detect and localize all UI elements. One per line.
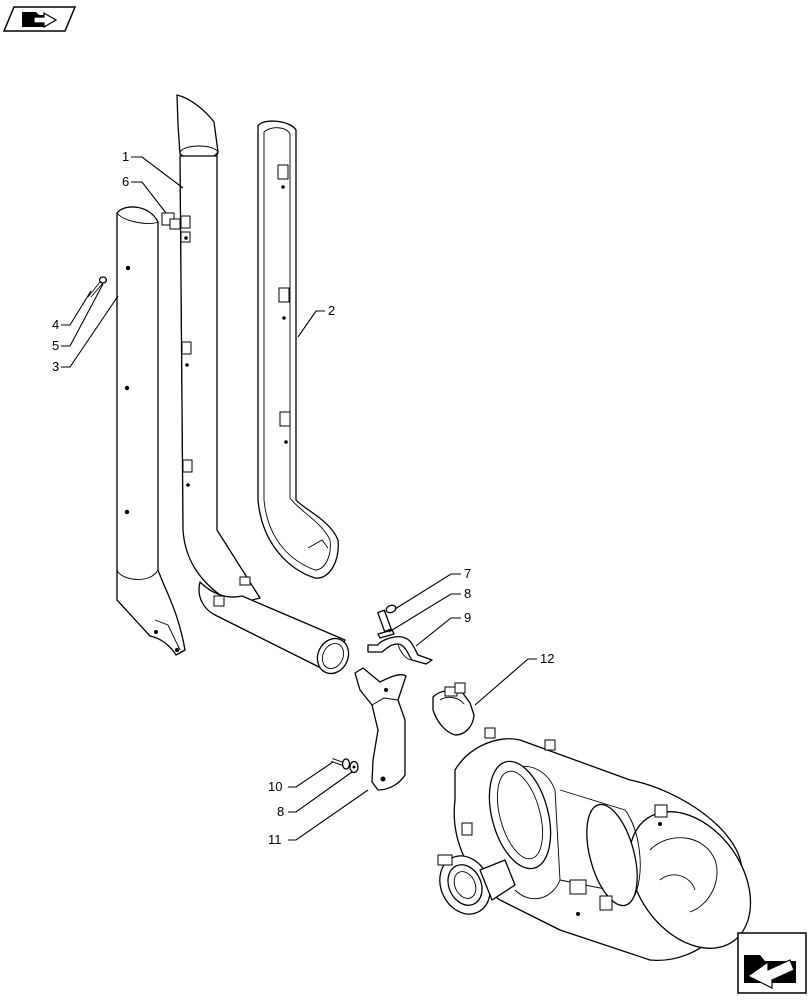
part-1-exhaust-pipe	[176, 94, 350, 675]
svg-text:10: 10	[268, 779, 282, 794]
callout-8-upper: 8	[388, 586, 471, 633]
callout-2: 2	[297, 303, 335, 338]
part-8-washer-upper	[377, 629, 395, 639]
part-3-pipe-shield	[116, 206, 186, 656]
svg-text:3: 3	[52, 359, 59, 374]
aftertreatment-unit	[437, 727, 752, 961]
part-4-screw	[87, 281, 104, 298]
part-12-band-clamp	[432, 682, 475, 736]
callout-12: 12	[474, 651, 554, 706]
folder-arrow-icon[interactable]	[2, 6, 77, 32]
svg-text:1: 1	[122, 149, 129, 164]
svg-text:2: 2	[328, 303, 335, 318]
callout-4: 4	[52, 290, 92, 332]
callout-11: 11	[268, 789, 369, 847]
svg-text:5: 5	[52, 338, 59, 353]
part-5-washer	[98, 276, 108, 284]
part-8-washer-lower	[349, 760, 359, 774]
part-10-bolt	[331, 758, 351, 770]
svg-text:11: 11	[268, 832, 282, 847]
part-11-bracket	[354, 667, 407, 791]
folder-arrow-icon[interactable]	[737, 932, 807, 994]
svg-text:6: 6	[122, 174, 129, 189]
svg-text:4: 4	[52, 317, 59, 332]
part-2-heat-shield	[257, 120, 339, 579]
callout-1: 1	[122, 149, 184, 189]
part-9-strap-clamp	[367, 636, 433, 665]
callout-7: 7	[394, 566, 471, 610]
svg-text:8: 8	[464, 586, 471, 601]
part-6-clip	[161, 212, 181, 230]
callout-10: 10	[268, 761, 334, 794]
svg-text:7: 7	[464, 566, 471, 581]
part-7-bolt	[377, 604, 397, 633]
callout-5: 5	[52, 283, 104, 353]
svg-text:9: 9	[464, 610, 471, 625]
callout-9: 9	[415, 610, 471, 647]
callout-6: 6	[122, 174, 167, 214]
callout-3: 3	[52, 295, 119, 374]
svg-text:12: 12	[540, 651, 554, 666]
svg-text:8: 8	[277, 804, 284, 819]
callout-8-lower: 8	[277, 771, 353, 819]
